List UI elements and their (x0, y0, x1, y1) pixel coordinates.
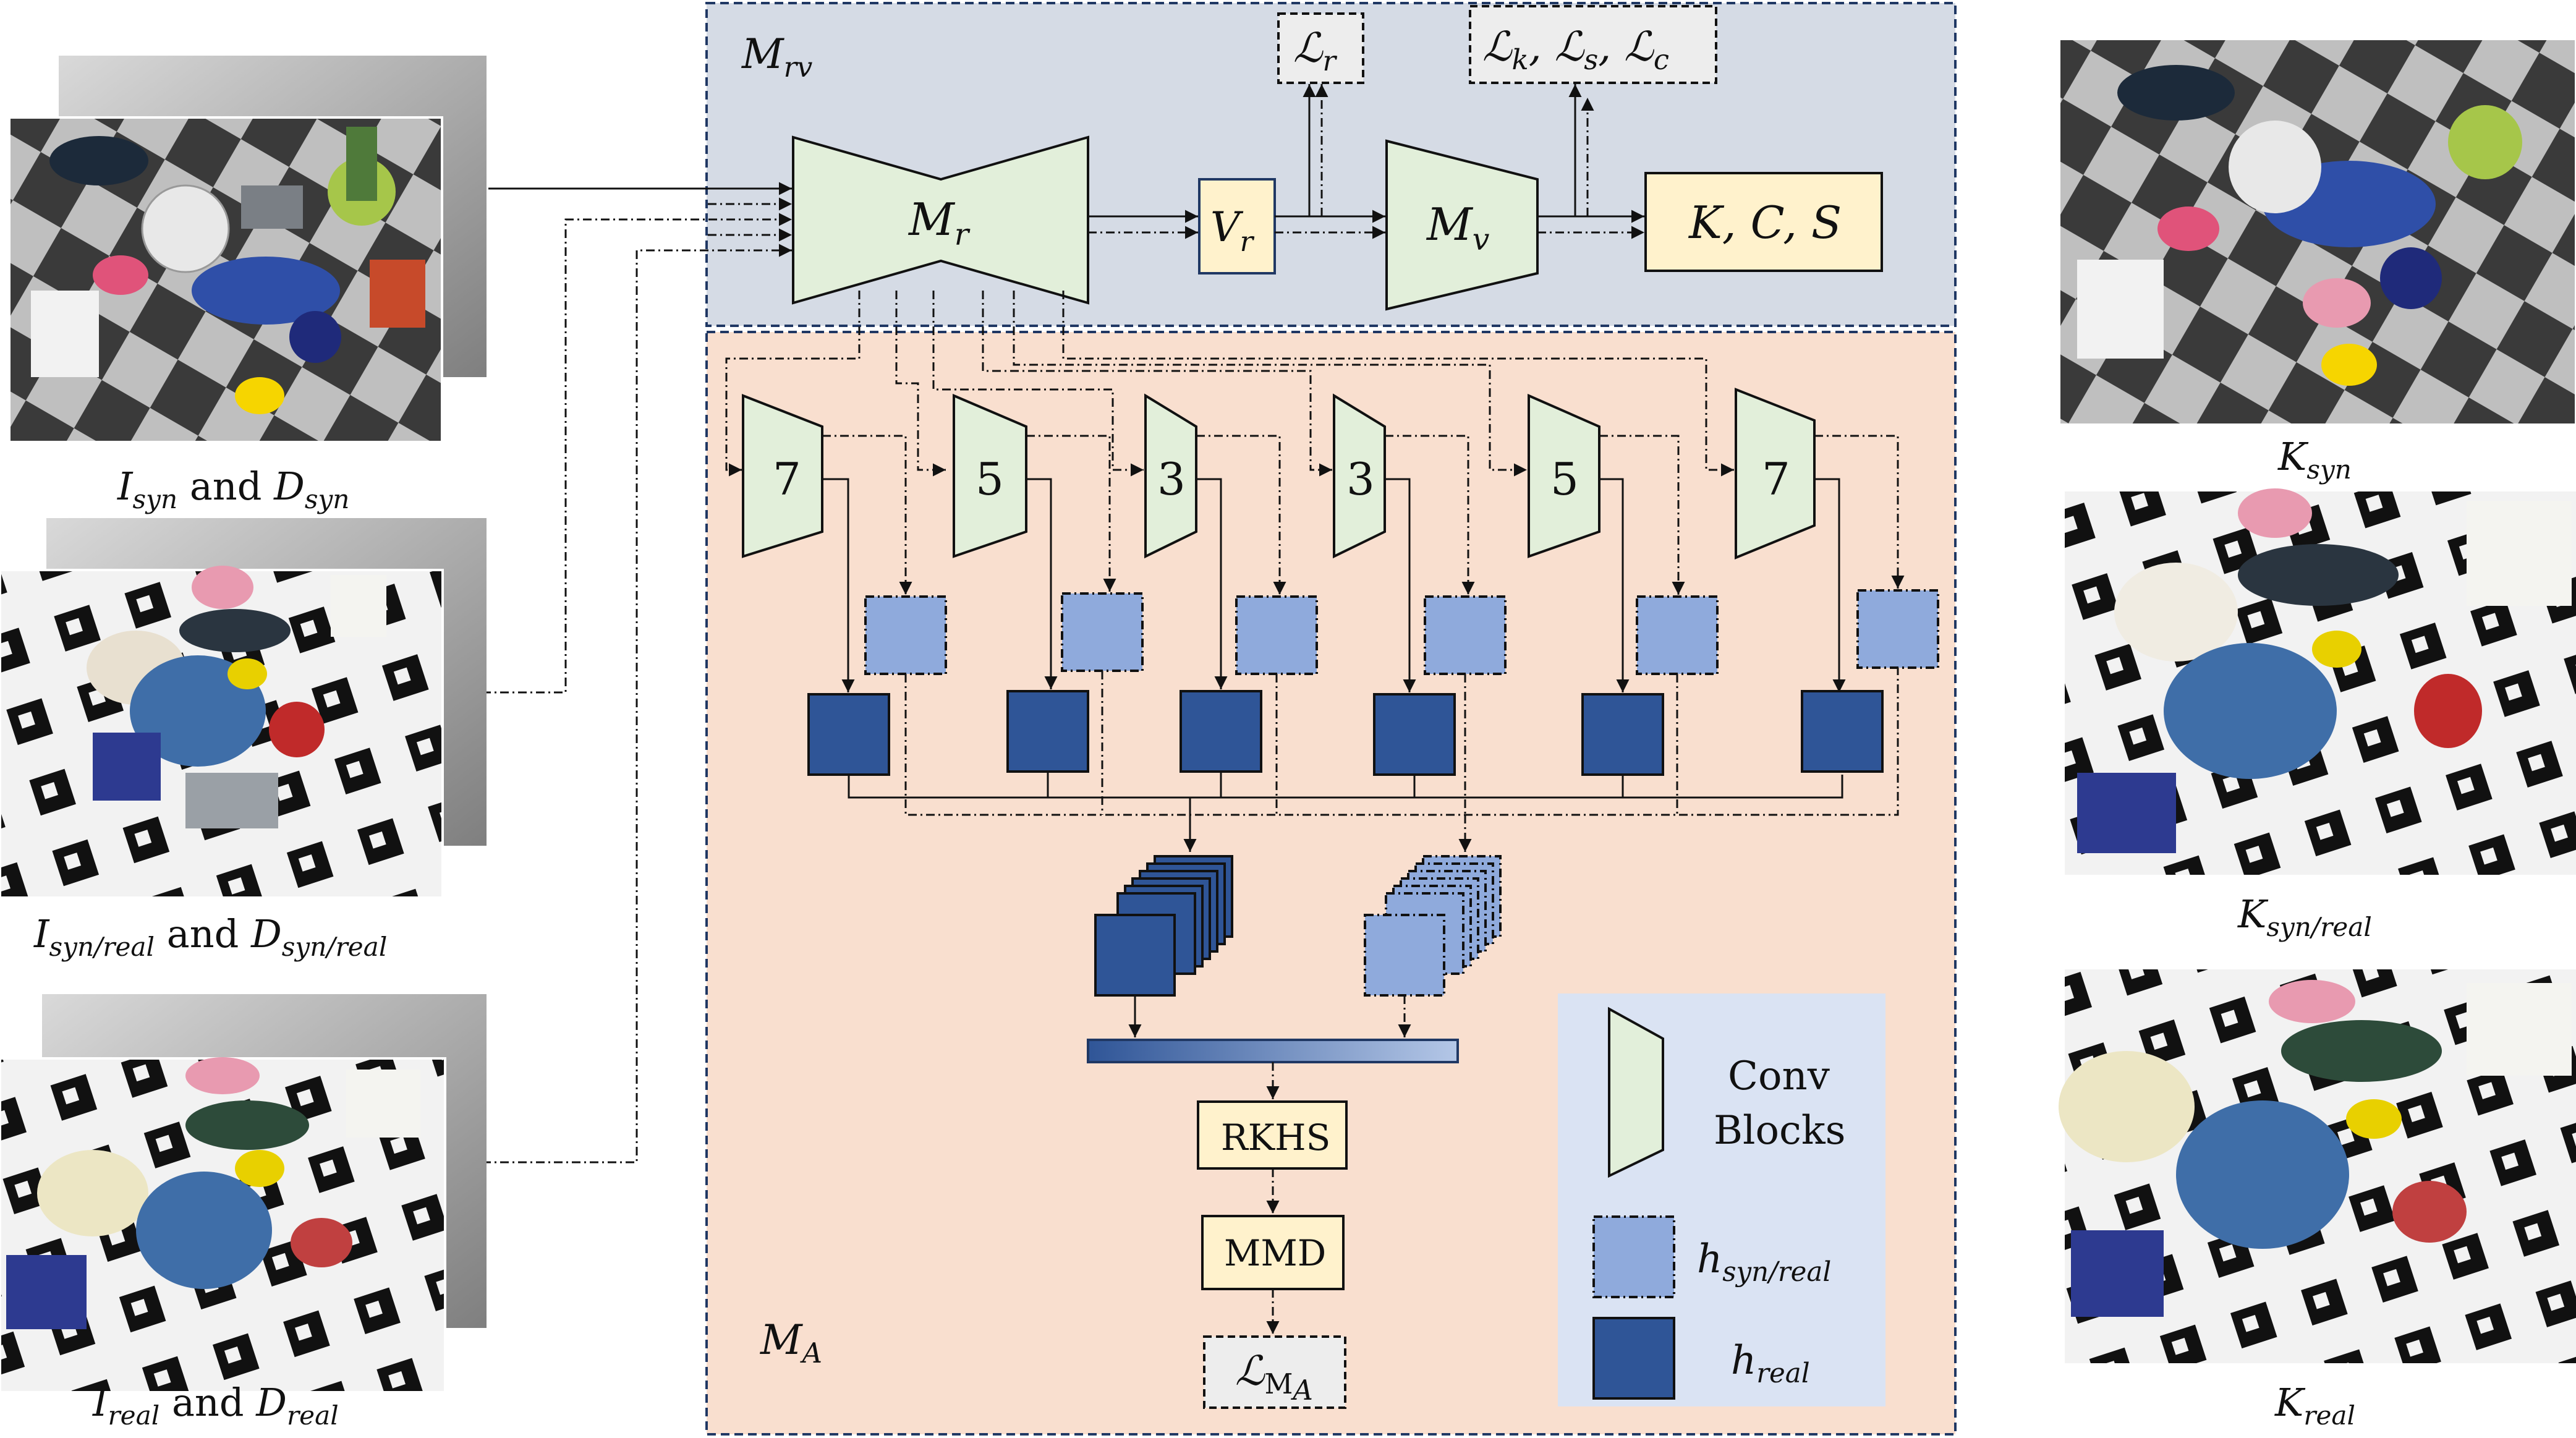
loss-ma-label: ℒMA (1235, 1347, 1313, 1406)
conv-block-6 (1735, 388, 1816, 559)
legend-h-synreal-label: hsyn/real (1697, 1236, 1831, 1288)
input-caption-syn: Isyn and Dsyn (117, 464, 349, 514)
h-real-4 (1373, 693, 1456, 776)
rkhs-label: RKHS (1221, 1117, 1330, 1159)
legend-h-real-icon (1592, 1317, 1675, 1400)
kcs-label: K, C, S (1688, 197, 1842, 249)
legend-h-real-label: hreal (1731, 1338, 1810, 1389)
conv-to-h-connectors (822, 435, 1905, 692)
conv-block-5-label: 5 (1550, 453, 1579, 505)
ma-feature-taps (725, 291, 1734, 477)
h-synreal-6 (1856, 589, 1939, 669)
kcs-box (1644, 172, 1883, 272)
conv-block-4-label: 3 (1346, 453, 1375, 505)
conv-block-5 (1528, 393, 1600, 558)
h-real-6 (1801, 690, 1884, 773)
h-synreal-4 (1424, 595, 1507, 675)
concat-bar (1087, 1039, 1459, 1063)
loss-r-label: ℒr (1293, 24, 1338, 77)
input-caption-synreal: Isyn/real and Dsyn/real (33, 911, 387, 962)
mv-label: Mv (1426, 198, 1490, 257)
mrv-label: Mrv (741, 30, 812, 83)
mv-block (1385, 139, 1539, 311)
conv-block-2 (953, 393, 1027, 558)
legend-conv-icon (1608, 1006, 1664, 1178)
loss-r-box (1277, 12, 1364, 84)
output-caption-real: Kreal (2274, 1380, 2355, 1431)
h-synreal-5 (1636, 595, 1719, 675)
h-synreal-1 (864, 595, 947, 675)
conv-block-3 (1144, 393, 1197, 559)
h-to-stack-connectors (848, 668, 1899, 852)
top-connectors (1088, 84, 1644, 239)
h-real-5 (1581, 693, 1664, 776)
vr-label: Vr (1210, 203, 1255, 258)
stack-to-bar (1128, 995, 1411, 1037)
input-syn-images (8, 56, 487, 443)
conv-block-6-label: 7 (1762, 453, 1790, 505)
rkhs-box (1197, 1100, 1348, 1170)
conv-block-2-label: 5 (976, 453, 1004, 505)
conv-block-1-label: 7 (773, 453, 801, 505)
output-caption-synreal: Ksyn/real (2237, 891, 2372, 942)
loss-ksc-box (1469, 5, 1717, 84)
conv-block-3-label: 3 (1157, 453, 1186, 505)
legend-conv-line2: Blocks (1714, 1108, 1846, 1154)
input-real-images (0, 994, 487, 1393)
mmd-label: MMD (1224, 1232, 1326, 1274)
h-synreal-stack (1364, 855, 1502, 997)
conv-block-labels: 7 5 3 3 5 7 (773, 453, 1790, 505)
ma-conv-blocks (742, 388, 1816, 559)
h-real-3 (1180, 690, 1262, 773)
h-real-stack (1094, 855, 1233, 997)
vr-box (1198, 178, 1276, 274)
conv-block-1 (742, 394, 823, 558)
input-caption-real: Ireal and Dreal (92, 1380, 339, 1431)
h-real-2 (1006, 690, 1089, 773)
mmd-box (1201, 1215, 1345, 1290)
output-syn-image (2060, 40, 2575, 423)
output-synreal-image (2065, 488, 2576, 875)
conv-block-4 (1333, 393, 1386, 559)
input-synreal-images (0, 518, 487, 899)
mr-label: Mr (908, 194, 971, 252)
output-real-image (2059, 969, 2576, 1363)
h-synreal-3 (1235, 595, 1318, 675)
h-synreal-2 (1061, 592, 1144, 672)
input-connectors (482, 182, 792, 1164)
ma-label: MA (760, 1316, 822, 1369)
output-caption-syn: Ksyn (2277, 434, 2352, 485)
loss-ma-box (1203, 1335, 1346, 1409)
mr-block (792, 135, 1089, 305)
h-synreal-row (864, 589, 1939, 675)
h-real-row (807, 690, 1884, 776)
h-real-1 (807, 693, 890, 776)
loss-ksc-label: ℒk, ℒs, ℒc (1482, 23, 1669, 76)
legend-conv-line1: Conv (1728, 1053, 1830, 1099)
legend-h-synreal-icon (1592, 1215, 1675, 1298)
